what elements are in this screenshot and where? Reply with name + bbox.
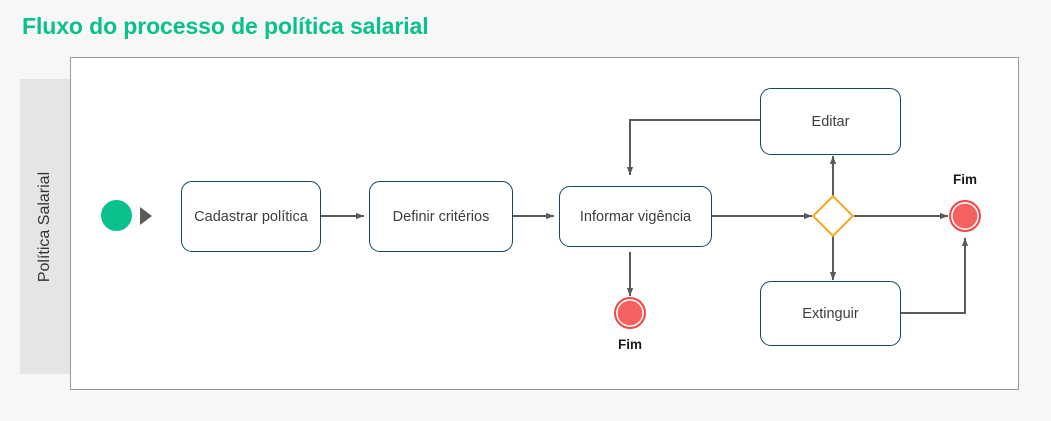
flow-extinguir-fim	[901, 237, 969, 314]
end-event-right[interactable]	[949, 200, 981, 232]
page-title: Fluxo do processo de política salarial	[22, 13, 429, 39]
task-label: Definir critérios	[392, 208, 490, 225]
task-informar-vigencia[interactable]: Informar vigência	[559, 186, 712, 247]
flow-editar-informar	[626, 119, 760, 176]
end-event-bottom-label: Fim	[617, 337, 642, 352]
task-extinguir[interactable]: Extinguir	[760, 281, 901, 346]
end-event-right-label: Fim	[952, 172, 977, 187]
task-cadastrar-politica[interactable]: Cadastrar política	[181, 181, 321, 252]
task-label: Cadastrar política	[194, 208, 308, 225]
end-event-bottom[interactable]	[614, 297, 646, 329]
start-marker-icon	[140, 207, 152, 225]
task-label: Extinguir	[802, 305, 859, 322]
task-label: Editar	[811, 113, 850, 130]
start-event[interactable]	[101, 200, 132, 231]
task-definir-criterios[interactable]: Definir critérios	[369, 181, 513, 252]
task-editar[interactable]: Editar	[760, 88, 901, 155]
lane-band	[20, 79, 70, 374]
task-label: Informar vigência	[579, 208, 692, 225]
